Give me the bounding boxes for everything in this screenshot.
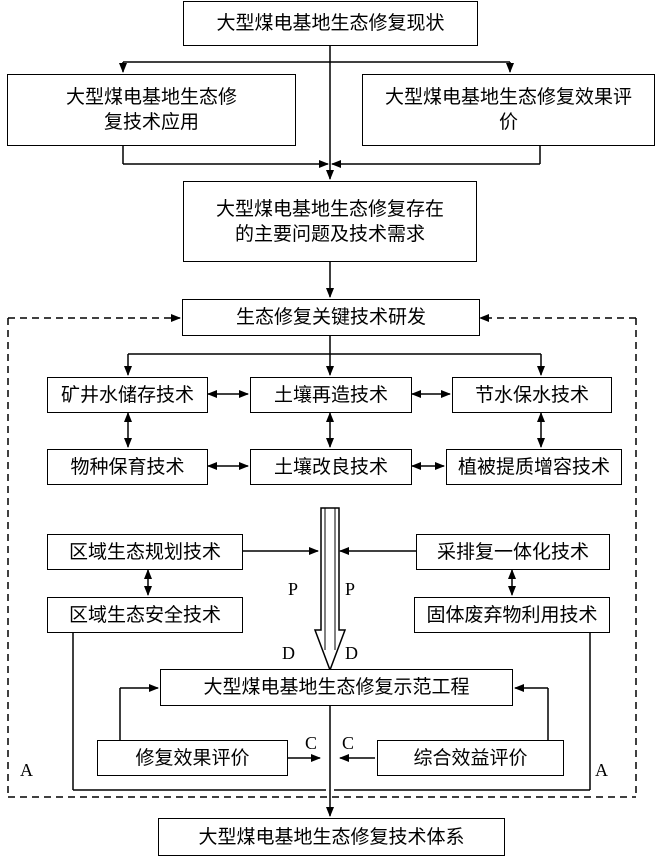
label-d-left: D [282, 643, 295, 663]
mining-integration-box: 采排复一体化技术 [416, 534, 610, 570]
restoration-eval-box: 修复效果评价 [97, 740, 288, 776]
effect-evaluation-box: 大型煤电基地生态修复效果评价 [362, 74, 655, 146]
label-d-right: D [345, 643, 358, 663]
tech-application-box: 大型煤电基地生态修复技术应用 [7, 74, 296, 146]
regional-planning-box: 区域生态规划技术 [47, 534, 243, 570]
key-tech-rd-box: 生态修复关键技术研发 [182, 299, 480, 336]
label-p-right: P [345, 579, 356, 599]
regional-security-box: 区域生态安全技术 [47, 597, 243, 633]
solid-waste-box: 固体废弃物利用技术 [414, 597, 610, 633]
label-c-right: C [342, 733, 355, 753]
integration-channel-arrow [313, 507, 347, 673]
current-status-box: 大型煤电基地生态修复现状 [183, 1, 478, 46]
mine-water-storage-box: 矿井水储存技术 [47, 377, 208, 413]
tech-system-box: 大型煤电基地生态修复技术体系 [158, 818, 505, 856]
benefit-eval-box: 综合效益评价 [377, 740, 564, 776]
species-breeding-box: 物种保育技术 [47, 449, 208, 485]
problems-demands-box: 大型煤电基地生态修复存在的主要问题及技术需求 [183, 181, 477, 262]
demo-project-box: 大型煤电基地生态修复示范工程 [160, 669, 513, 706]
vegetation-enhancement-box: 植被提质增容技术 [446, 449, 622, 485]
label-a-left: A [20, 760, 33, 780]
label-p-left: P [288, 579, 299, 599]
water-saving-box: 节水保水技术 [452, 377, 612, 413]
soil-improvement-box: 土壤改良技术 [250, 449, 412, 485]
label-c-left: C [305, 733, 318, 753]
soil-reconstruction-box: 土壤再造技术 [250, 377, 412, 413]
label-a-right: A [595, 760, 608, 780]
